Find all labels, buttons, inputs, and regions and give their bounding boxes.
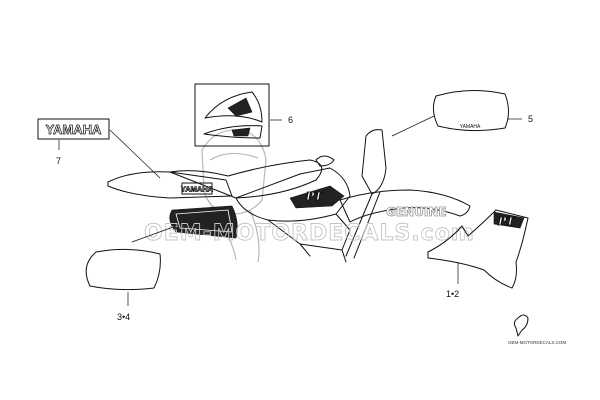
decal-yamaha-large: YAMAHA bbox=[37, 118, 110, 140]
decal-front-fender: PT bbox=[427, 209, 529, 289]
leader-7-bike bbox=[109, 129, 161, 179]
rider-icon bbox=[513, 314, 529, 337]
callout-6: 6 bbox=[288, 115, 293, 125]
callout-7: 7 bbox=[56, 156, 61, 166]
pt-front-text: PT bbox=[497, 215, 515, 228]
yamaha-large-text: YAMAHA bbox=[46, 122, 102, 137]
callout-12: 1•2 bbox=[446, 289, 459, 299]
decal-side-panel bbox=[85, 248, 161, 291]
footer-logo: OEM-MOTORDECALS.COM bbox=[508, 314, 566, 345]
decal-number-plate: YAMAHA bbox=[432, 89, 509, 132]
footer-text: OEM-MOTORDECALS.COM bbox=[508, 340, 566, 345]
pt-side-text: PT bbox=[305, 190, 323, 203]
leader-5-bike bbox=[391, 115, 435, 137]
leader-34-bike bbox=[131, 225, 177, 243]
callout-5: 5 bbox=[528, 114, 533, 124]
motorcycle-body: YAMAHA PT bbox=[107, 129, 471, 263]
main-watermark: OEM-MOTORDECALS.com bbox=[144, 221, 475, 246]
genuine-watermark: GENUINE bbox=[386, 205, 447, 219]
decal-shroud-set bbox=[194, 83, 270, 147]
tank-badge-text: YAMAHA bbox=[181, 185, 214, 194]
yamaha-small-text: YAMAHA bbox=[460, 124, 481, 130]
callout-34: 3•4 bbox=[117, 312, 130, 322]
